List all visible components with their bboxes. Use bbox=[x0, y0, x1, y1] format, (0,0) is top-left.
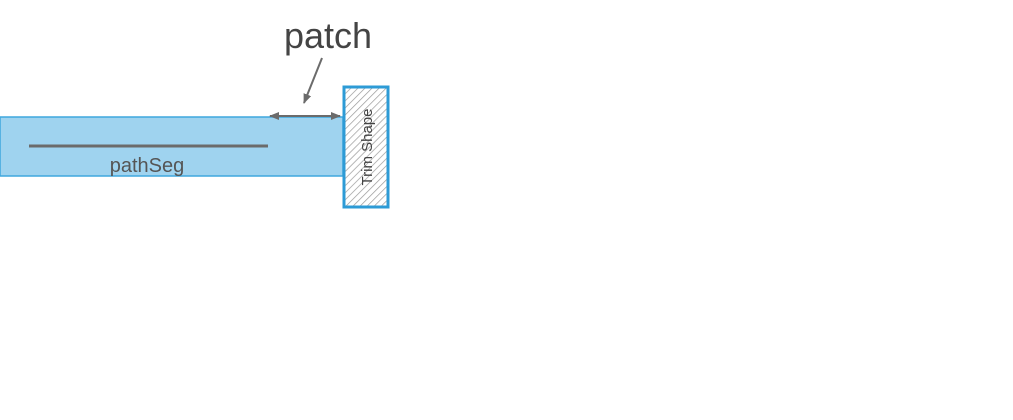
patch-pointer-arrow bbox=[303, 57, 323, 104]
patch-label: patch bbox=[284, 15, 372, 56]
trim-shape-label: Trim Shape bbox=[359, 109, 376, 186]
trim-shape bbox=[342, 85, 390, 209]
path-segment-label: pathSeg bbox=[110, 155, 185, 177]
